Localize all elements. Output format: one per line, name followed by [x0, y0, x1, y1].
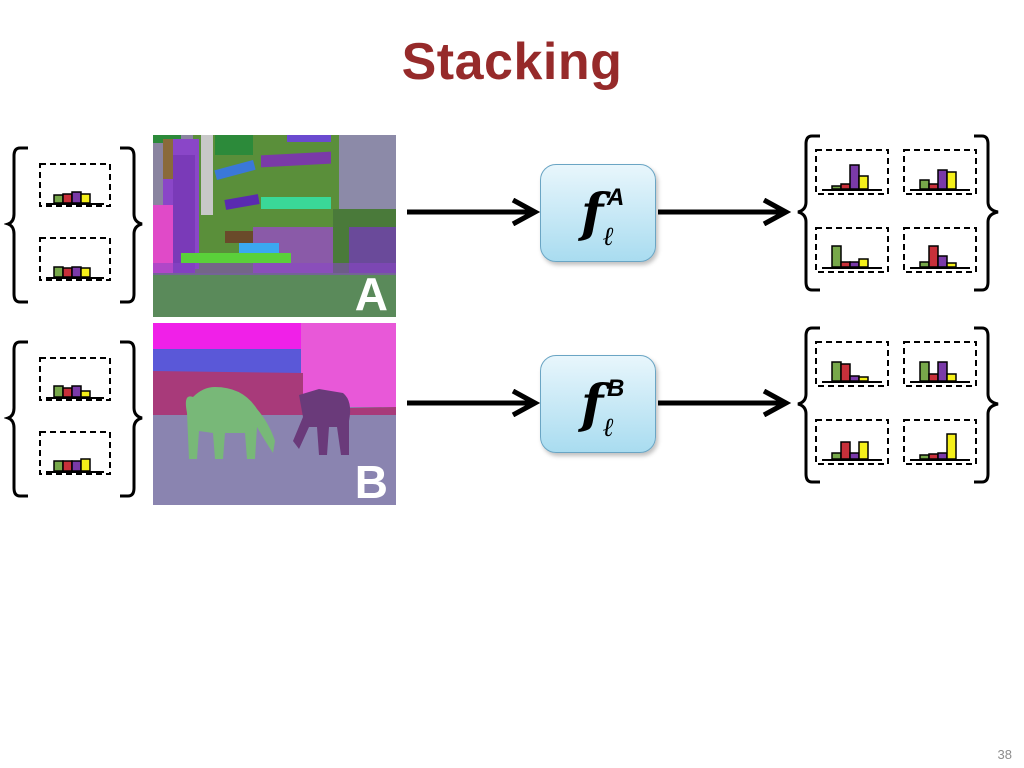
histogram-icon — [39, 237, 111, 281]
histogram-icon — [815, 149, 889, 195]
function-box-b: f B ℓ — [540, 355, 656, 453]
slide-title: Stacking — [401, 33, 623, 91]
left-brace-icon — [4, 146, 28, 304]
function-subscript: ℓ — [603, 413, 614, 443]
right-brace-icon — [974, 326, 999, 484]
function-superscript: A — [606, 184, 624, 211]
input-histogram-stack-a — [4, 146, 143, 304]
right-brace-icon — [974, 134, 999, 292]
segmentation-image-b: B — [153, 323, 396, 505]
histogram-icon — [903, 341, 977, 387]
function-subscript: ℓ — [603, 222, 614, 252]
function-superscript: B — [607, 375, 624, 402]
right-arrow-icon — [658, 198, 792, 226]
histogram-icon — [815, 419, 889, 465]
output-histogram-stack-a — [797, 134, 999, 292]
output-histogram-stack-b — [797, 326, 999, 484]
histogram-icon — [815, 227, 889, 273]
histogram-icon — [39, 163, 111, 207]
right-arrow-icon — [407, 389, 541, 417]
right-arrow-icon — [407, 198, 541, 226]
left-brace-icon — [797, 134, 820, 292]
page-number: 38 — [997, 747, 1012, 762]
histogram-icon — [39, 431, 111, 475]
left-brace-icon — [4, 340, 28, 498]
input-histogram-stack-b — [4, 340, 143, 498]
right-arrow-icon — [658, 389, 792, 417]
image-label-a: A — [354, 268, 388, 317]
histogram-icon — [903, 149, 977, 195]
right-brace-icon — [120, 146, 143, 304]
histogram-icon — [815, 341, 889, 387]
histogram-icon — [903, 419, 977, 465]
left-brace-icon — [797, 326, 820, 484]
function-box-a: f A ℓ — [540, 164, 656, 262]
right-brace-icon — [120, 340, 143, 498]
histogram-icon — [903, 227, 977, 273]
histogram-icon — [39, 357, 111, 401]
segmentation-image-a: A — [153, 135, 396, 317]
image-label-b: B — [354, 456, 388, 505]
